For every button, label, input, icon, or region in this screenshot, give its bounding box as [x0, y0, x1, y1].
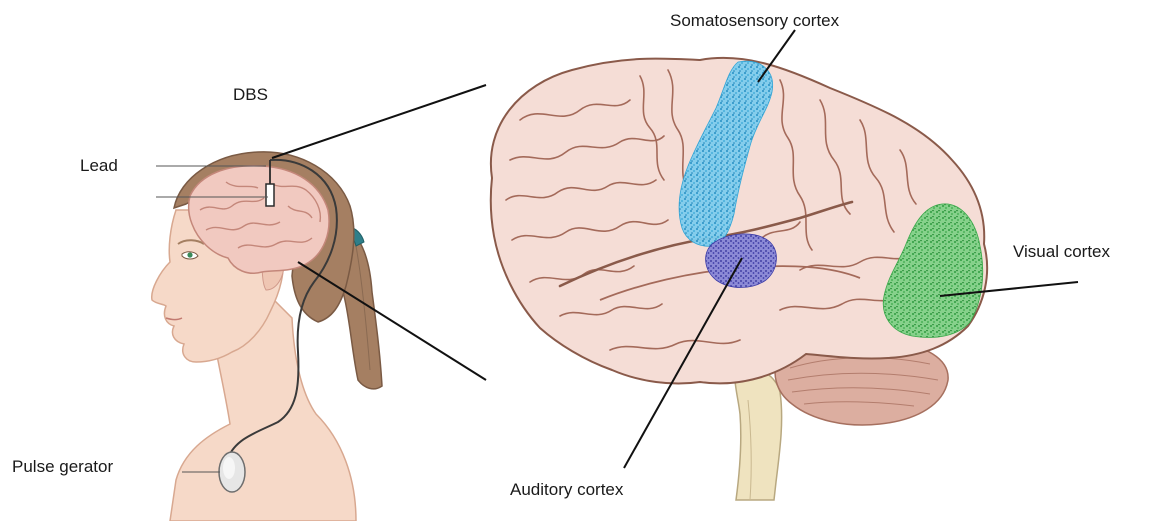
brain-lateral-view-illustration [491, 58, 987, 500]
somatosensory-cortex-label: Somatosensory cortex [670, 12, 839, 29]
pulse-generator-label: Pulse gerator [12, 458, 113, 475]
brainstem [735, 362, 782, 500]
auditory-cortex-label: Auditory cortex [510, 481, 623, 498]
pulse-generator-device-icon [219, 452, 245, 492]
lead-label: Lead [80, 157, 118, 174]
visual-cortex-label: Visual cortex [1013, 243, 1110, 260]
head-illustration [152, 152, 382, 521]
dbs-label: DBS [233, 86, 268, 103]
